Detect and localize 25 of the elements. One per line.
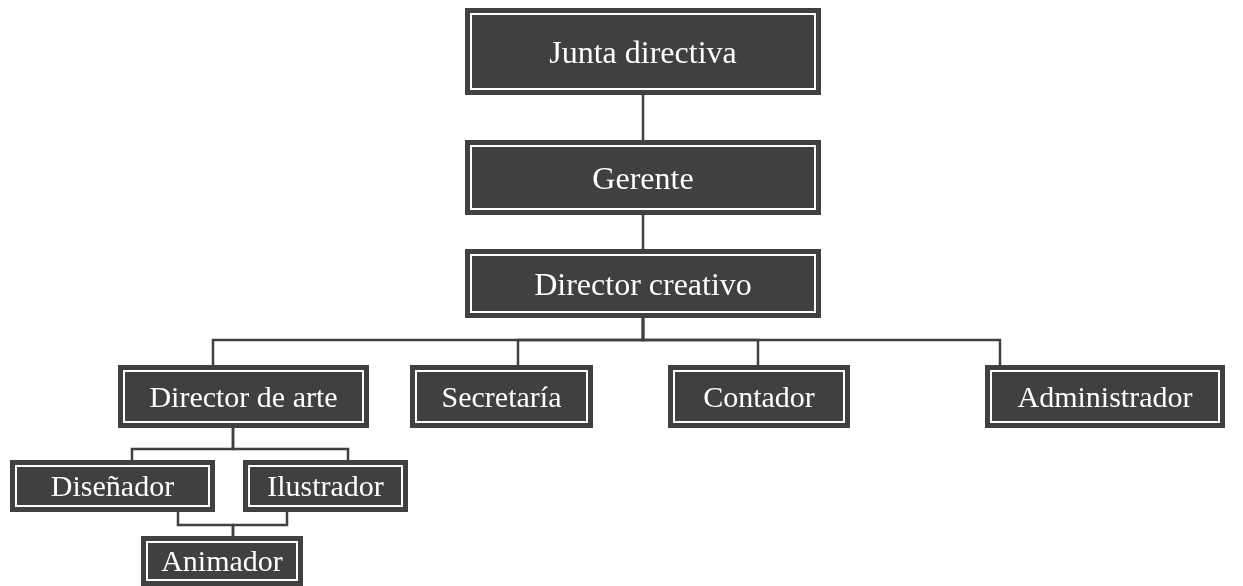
org-box	[668, 365, 850, 428]
connector-line	[641, 95, 645, 140]
connector-line	[641, 318, 1002, 365]
role-label: Animador	[161, 546, 283, 576]
role-label: Gerente	[592, 161, 694, 194]
org-box	[465, 8, 821, 95]
role-label: Administrador	[1017, 381, 1193, 412]
role-label: Junta directiva	[549, 35, 737, 68]
connector-line	[231, 428, 350, 460]
org-box	[118, 365, 369, 428]
org-box	[141, 536, 303, 586]
role-label: Contador	[703, 381, 815, 412]
org-box	[985, 365, 1225, 428]
role-label: Secretaría	[441, 381, 562, 412]
org-box	[243, 460, 408, 512]
role-label: Ilustrador	[267, 471, 384, 501]
org-box	[465, 249, 821, 318]
org-box	[465, 140, 821, 215]
role-label: Director creativo	[534, 267, 752, 300]
role-label: Diseñador	[50, 471, 175, 501]
role-label: Director de arte	[149, 381, 338, 412]
connector-line	[641, 215, 645, 249]
org-box	[410, 365, 593, 428]
org-box	[10, 460, 215, 512]
connector-line	[231, 512, 289, 536]
